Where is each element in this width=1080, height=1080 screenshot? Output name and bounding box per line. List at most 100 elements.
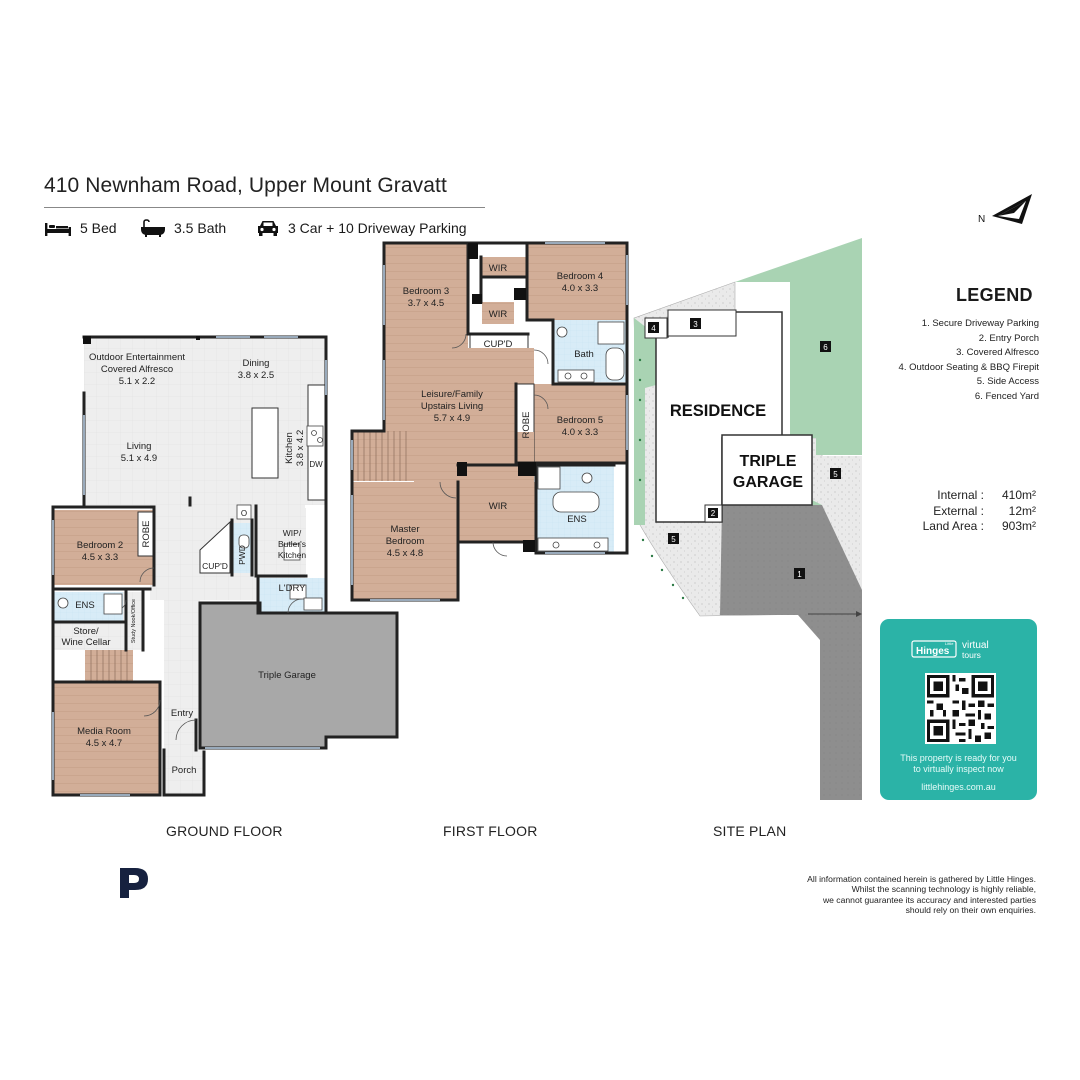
area-row-land: Land Area : 903m² [922, 519, 1036, 533]
site-plan-label: SITE PLAN [713, 823, 787, 839]
dining-dims: 3.8 x 2.5 [238, 370, 274, 381]
area-value: 12m² [1008, 503, 1036, 518]
marker-1 [794, 568, 805, 579]
tour-url-link[interactable]: littlehinges.com.au [921, 782, 996, 792]
marker-5a-label: 5 [671, 535, 676, 544]
bedroom-3-floor [384, 243, 468, 348]
alfresco-dims: 5.1 x 2.2 [119, 376, 155, 387]
qr-code[interactable] [925, 673, 996, 744]
site-plan: RESIDENCE TRIPLE GARAGE 1 2 3 4 5 5 6 [633, 238, 862, 800]
residence-label: RESIDENCE [670, 402, 766, 420]
media-room-dims: 4.5 x 4.7 [86, 738, 122, 749]
fenced-yard-edge [634, 318, 656, 525]
leisure-floor [384, 348, 534, 432]
stairs-first [352, 431, 414, 481]
leisure-label-2: Upstairs Living [421, 401, 483, 412]
brand-tours: tours [962, 650, 981, 660]
wir-top [481, 257, 527, 277]
brand-small: Little [945, 641, 954, 646]
ground-floor-plan: Outdoor Entertainment Covered Alfresco 5… [51, 335, 399, 797]
stairs-ground [85, 650, 133, 682]
marker-6 [820, 341, 831, 352]
virtual-tour-card[interactable]: Little Hinges virtual tours [880, 619, 1037, 800]
marker-5b-label: 5 [833, 470, 838, 479]
bedroom-2-dims: 4.5 x 3.3 [82, 552, 118, 563]
leisure-dims: 5.7 x 4.9 [434, 413, 470, 424]
wip-label-2: Butler's [278, 539, 306, 549]
marker-6-label: 6 [823, 343, 828, 352]
area-summary: Internal : 410m² External : 12m² Land Ar… [923, 488, 1036, 535]
area-row-internal: Internal : 410m² [937, 488, 1036, 502]
cupd-ground [199, 520, 231, 574]
store-label-1: Store/ [73, 626, 99, 637]
alfresco-footprint [667, 309, 737, 337]
store-floor [53, 622, 126, 650]
fenced-yard [735, 238, 862, 455]
ens-ground-label: ENS [75, 600, 95, 611]
disclaimer-line: we cannot guarantee its accuracy and int… [822, 894, 1036, 905]
bedroom-2-label: Bedroom 2 [77, 540, 123, 551]
feature-parking: 3 Car + 10 Driveway Parking [256, 219, 467, 237]
disclaimer: All information contained herein is gath… [736, 874, 1036, 916]
bedroom-5-dims: 4.0 x 3.3 [562, 427, 598, 438]
alfresco-label-1: Outdoor Entertainment [89, 352, 185, 363]
kitchen-dims: 3.8 x 4.2 [295, 430, 306, 466]
legend-item: 4. Outdoor Seating & BBQ Firepit [898, 361, 1039, 373]
wir-mid-label: WIR [489, 309, 508, 320]
feature-beds: 5 Bed [44, 219, 117, 237]
driveway-strip [798, 615, 862, 800]
ground-corner-post [196, 336, 200, 340]
area-label: External [933, 503, 978, 518]
marker-3-label: 3 [693, 320, 698, 329]
master-wir-label: WIR [489, 501, 508, 512]
bed-icon [44, 219, 72, 237]
feature-baths: 3.5 Bath [140, 219, 226, 237]
legend-item: 1. Secure Driveway Parking [921, 318, 1039, 329]
wir-top-label: WIR [489, 263, 508, 274]
porch-label: Porch [172, 765, 197, 776]
dining-label: Dining [243, 358, 270, 369]
study-nook-floor [123, 592, 143, 650]
wip-floor [256, 508, 306, 574]
marker-2-label: 2 [711, 509, 716, 518]
legend-item: 3. Covered Alfresco [956, 347, 1039, 359]
ground-corner-post [83, 336, 91, 344]
little-hinges-logo: Little Hinges virtual tours [910, 637, 1010, 660]
living-label: Living [127, 441, 152, 452]
ground-floor-label: GROUND FLOOR [166, 823, 283, 839]
triple-garage-floor [200, 603, 397, 748]
marker-5b [830, 468, 841, 479]
porch-floor [164, 750, 204, 794]
ens-first-label: ENS [567, 514, 587, 525]
garage-footprint [721, 434, 813, 506]
bedroom-4-dims: 4.0 x 3.3 [562, 283, 598, 294]
bedroom-3-dims: 3.7 x 4.5 [408, 298, 444, 309]
area-value: 903m² [1001, 519, 1036, 533]
bedroom-3-label: Bedroom 3 [403, 286, 449, 297]
area-row-external: External : 12m² [933, 503, 1036, 518]
legend-item: 2. Entry Porch [978, 332, 1039, 344]
feature-baths-label: 3.5 Bath [174, 220, 227, 236]
o-label: O [241, 509, 247, 518]
kitchen-label: Kitchen [284, 432, 295, 464]
feature-parking-label: 3 Car + 10 Driveway Parking [288, 220, 467, 236]
media-room-label: Media Room [77, 726, 131, 737]
site-garage-label-1: TRIPLE [740, 453, 797, 470]
cupd-first-label: CUP'D [484, 339, 513, 350]
marker-4 [648, 322, 659, 333]
legend-title: LEGEND [956, 285, 1033, 305]
master-label-1: Master [390, 524, 419, 535]
cupd-ground-label: CUP'D [202, 561, 228, 571]
north-arrow: N [978, 192, 1038, 233]
bedroom-4-label: Bedroom 4 [557, 271, 603, 282]
site-garage-label-2: GARAGE [733, 474, 804, 491]
store-label-2: Wine Cellar [61, 637, 110, 648]
disclaimer-line: should rely on their own enquiries. [905, 905, 1036, 916]
bedroom-5-floor [534, 384, 627, 463]
tour-message-line: to virtually inspect now [913, 764, 1004, 774]
area-value: 410m² [1001, 488, 1036, 502]
marker-4-label: 4 [651, 324, 656, 333]
bath-icon [140, 219, 166, 237]
master-bedroom-floor [352, 482, 458, 600]
